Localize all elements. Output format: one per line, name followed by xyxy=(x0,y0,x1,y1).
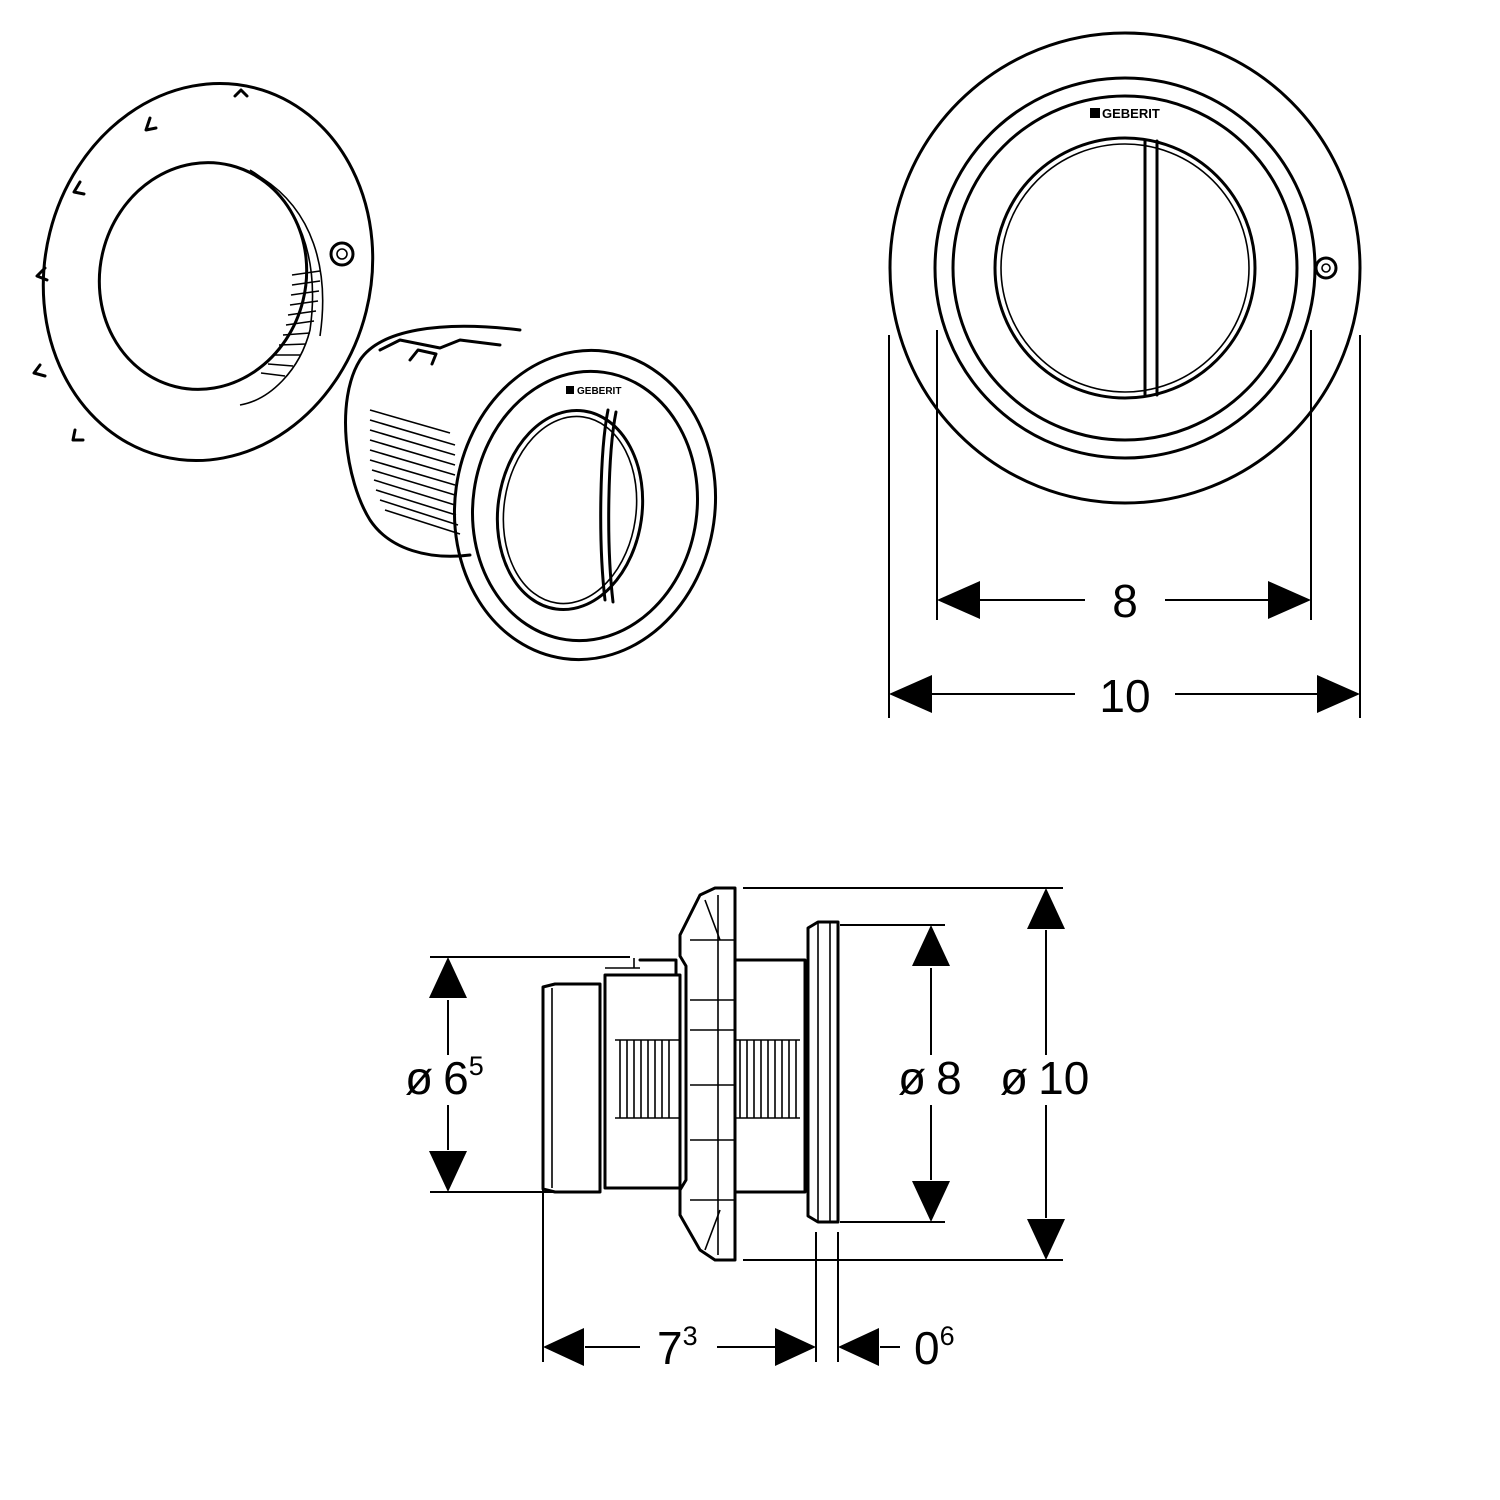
depth-label: 73 xyxy=(657,1321,698,1374)
front-inner-width-label: 8 xyxy=(1112,575,1138,627)
side-view xyxy=(541,886,840,1262)
front-dimension-10: 10 xyxy=(888,335,1361,722)
plate-thickness-label: 06 xyxy=(914,1321,955,1374)
front-dimension-8: 8 xyxy=(936,330,1312,627)
side-dimension-depth: 73 xyxy=(542,1180,817,1374)
side-dimension-plate-thickness: 06 xyxy=(837,1232,955,1374)
brand-logo-front: GEBERIT xyxy=(1102,106,1160,121)
front-outer-width-label: 10 xyxy=(1099,670,1150,722)
isometric-cover-ring xyxy=(32,81,375,463)
brand-logo-isometric: GEBERIT xyxy=(577,386,621,397)
isometric-actuator: GEBERIT xyxy=(344,324,718,662)
front-view: GEBERIT xyxy=(888,31,1362,505)
